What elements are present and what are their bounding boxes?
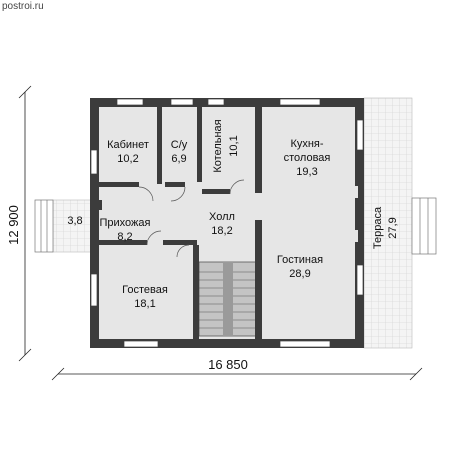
room-name-kuhnya-line1: Кухня-	[290, 138, 323, 150]
terrace-steps	[411, 197, 437, 255]
room-area-kabinet: 10,2	[117, 153, 138, 165]
room-kabinet: Кабинет 10,2	[107, 139, 149, 165]
room-area-gostinaya: 28,9	[289, 268, 310, 280]
room-gostinaya: Гостиная 28,9	[277, 254, 323, 280]
terrace-area	[363, 97, 413, 349]
porch-steps	[34, 199, 54, 253]
room-name-kabinet: Кабинет	[107, 139, 149, 151]
room-name-terrasa: Терраса	[372, 206, 384, 249]
dimension-height: 12 900	[6, 205, 21, 245]
room-holl: Холл 18,2	[209, 211, 235, 237]
dimension-lines	[18, 85, 423, 381]
room-area-gostevaya: 18,1	[134, 298, 155, 310]
room-area-terrasa: 27,9	[387, 217, 399, 238]
room-su: С/у 6,9	[171, 139, 188, 165]
room-area-porch: 3,8	[67, 215, 82, 227]
room-name-su: С/у	[171, 139, 188, 151]
room-name-holl: Холл	[209, 211, 235, 223]
room-name-gostinaya: Гостиная	[277, 254, 323, 266]
room-area-su: 6,9	[171, 153, 186, 165]
door-swings	[138, 179, 245, 258]
room-area-holl: 18,2	[211, 225, 232, 237]
room-name-kuhnya-line2: столовая	[284, 152, 331, 164]
room-area-kotelnaya: 10,1	[228, 135, 240, 156]
watermark: postroi.ru	[2, 1, 44, 12]
room-kotelnaya: Котельная 10,1	[212, 119, 240, 172]
room-gostevaya: Гостевая 18,1	[122, 284, 168, 310]
room-area-prihozhaya: 8,2	[117, 231, 132, 243]
room-name-kotelnaya: Котельная	[212, 119, 224, 172]
walls	[90, 98, 364, 348]
staircase	[198, 261, 258, 337]
dimension-width: 16 850	[208, 357, 248, 372]
room-name-gostevaya: Гостевая	[122, 284, 168, 296]
room-kuhnya: Кухня- столовая 19,3	[284, 138, 331, 178]
room-area-kuhnya: 19,3	[296, 166, 317, 178]
room-terrasa: Терраса 27,9	[372, 206, 399, 249]
doors	[348, 186, 358, 242]
room-prihozhaya: Прихожая 8,2	[100, 217, 151, 243]
windows	[90, 98, 364, 348]
room-name-prihozhaya: Прихожая	[100, 217, 151, 229]
